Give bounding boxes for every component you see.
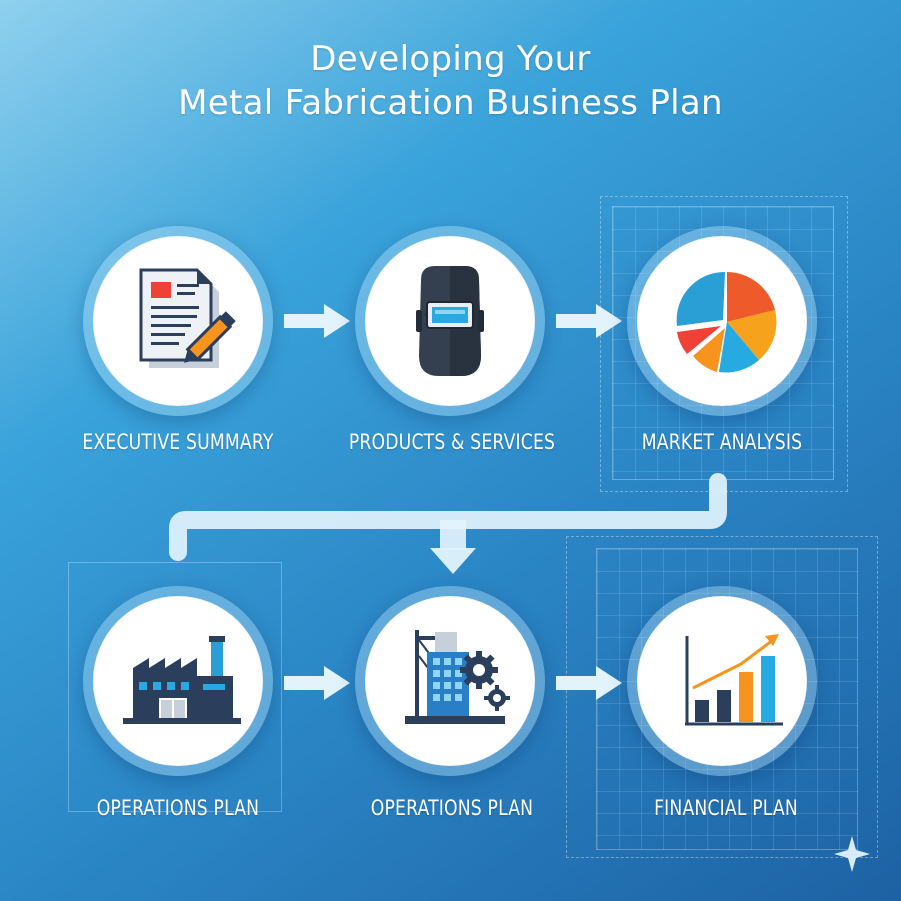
welding-helmet-icon	[416, 266, 484, 376]
step-executive-summary	[83, 226, 273, 416]
step-operations-plan-2	[355, 586, 545, 776]
step-label-operations-plan-2: OPERATIONS PLAN	[370, 796, 534, 820]
arrow-right-icon	[556, 304, 622, 338]
step-products-services	[355, 226, 545, 416]
blueprint-frame-bottom-right	[566, 536, 878, 858]
document-pen-icon	[139, 268, 236, 368]
step-label-financial-plan: FINANCIAL PLAN	[654, 796, 798, 820]
step-label-executive-summary: EXECUTIVE SUMMARY	[82, 430, 274, 454]
factory-icon	[123, 636, 241, 724]
arrow-right-icon	[284, 666, 350, 700]
title-line-2: Metal Fabrication Business Plan	[178, 83, 723, 123]
step-market-analysis	[627, 226, 817, 416]
pie-chart-icon	[676, 271, 777, 373]
title-line-1: Developing Your	[310, 39, 591, 79]
building-gears-icon	[405, 630, 510, 724]
step-label-products-services: PRODUCTS & SERVICES	[348, 430, 556, 454]
growth-bar-chart-icon	[685, 634, 783, 726]
step-label-operations-plan-1: OPERATIONS PLAN	[96, 796, 260, 820]
arrow-right-icon	[284, 304, 350, 338]
sparkle-icon	[834, 836, 870, 872]
step-financial-plan	[627, 586, 817, 776]
step-operations-plan-1	[83, 586, 273, 776]
step-label-market-analysis: MARKET ANALYSIS	[641, 430, 803, 454]
arrow-right-icon	[556, 666, 622, 700]
blueprint-frame-left	[68, 562, 282, 812]
